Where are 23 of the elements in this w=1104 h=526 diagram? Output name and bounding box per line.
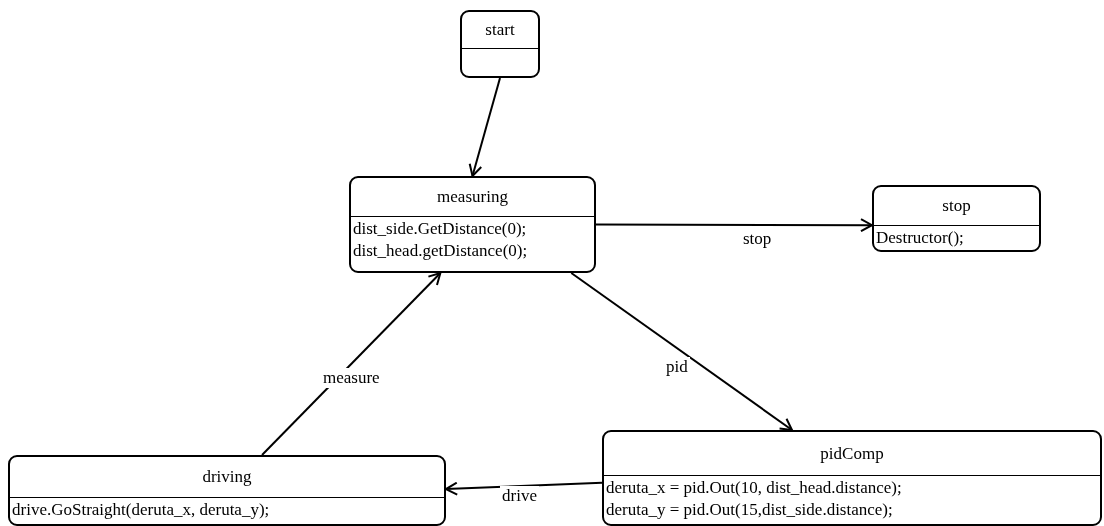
transition-arrow (261, 272, 442, 456)
edge-label: measure (321, 368, 382, 388)
transition-arrow (445, 481, 603, 496)
edge-label: pid (664, 357, 690, 377)
state-name: stop (942, 196, 971, 216)
state-name: pidComp (820, 443, 884, 464)
action-text: dist_head.getDistance(0); (353, 240, 528, 262)
stop-state-box (872, 185, 1041, 252)
pidcomp-state-box (602, 430, 1102, 526)
transition-arrow (595, 218, 873, 233)
action-text: Destructor(); (876, 227, 964, 249)
transition-arrow (468, 77, 501, 177)
action-text: deruta_y = pid.Out(15,dist_side.distance); (606, 499, 893, 521)
start-state-box (460, 10, 540, 78)
driving-state-box (8, 455, 446, 526)
transition-arrow (570, 272, 793, 431)
state-name: driving (202, 467, 252, 487)
measuring-state-box (349, 176, 596, 273)
state-name: start (485, 20, 515, 40)
state-name: measuring (437, 187, 508, 207)
action-text: dist_side.GetDistance(0); (353, 218, 527, 240)
action-text: drive.GoStraight(deruta_x, deruta_y); (12, 499, 270, 521)
action-text: deruta_x = pid.Out(10, dist_head.distance); (606, 477, 902, 499)
